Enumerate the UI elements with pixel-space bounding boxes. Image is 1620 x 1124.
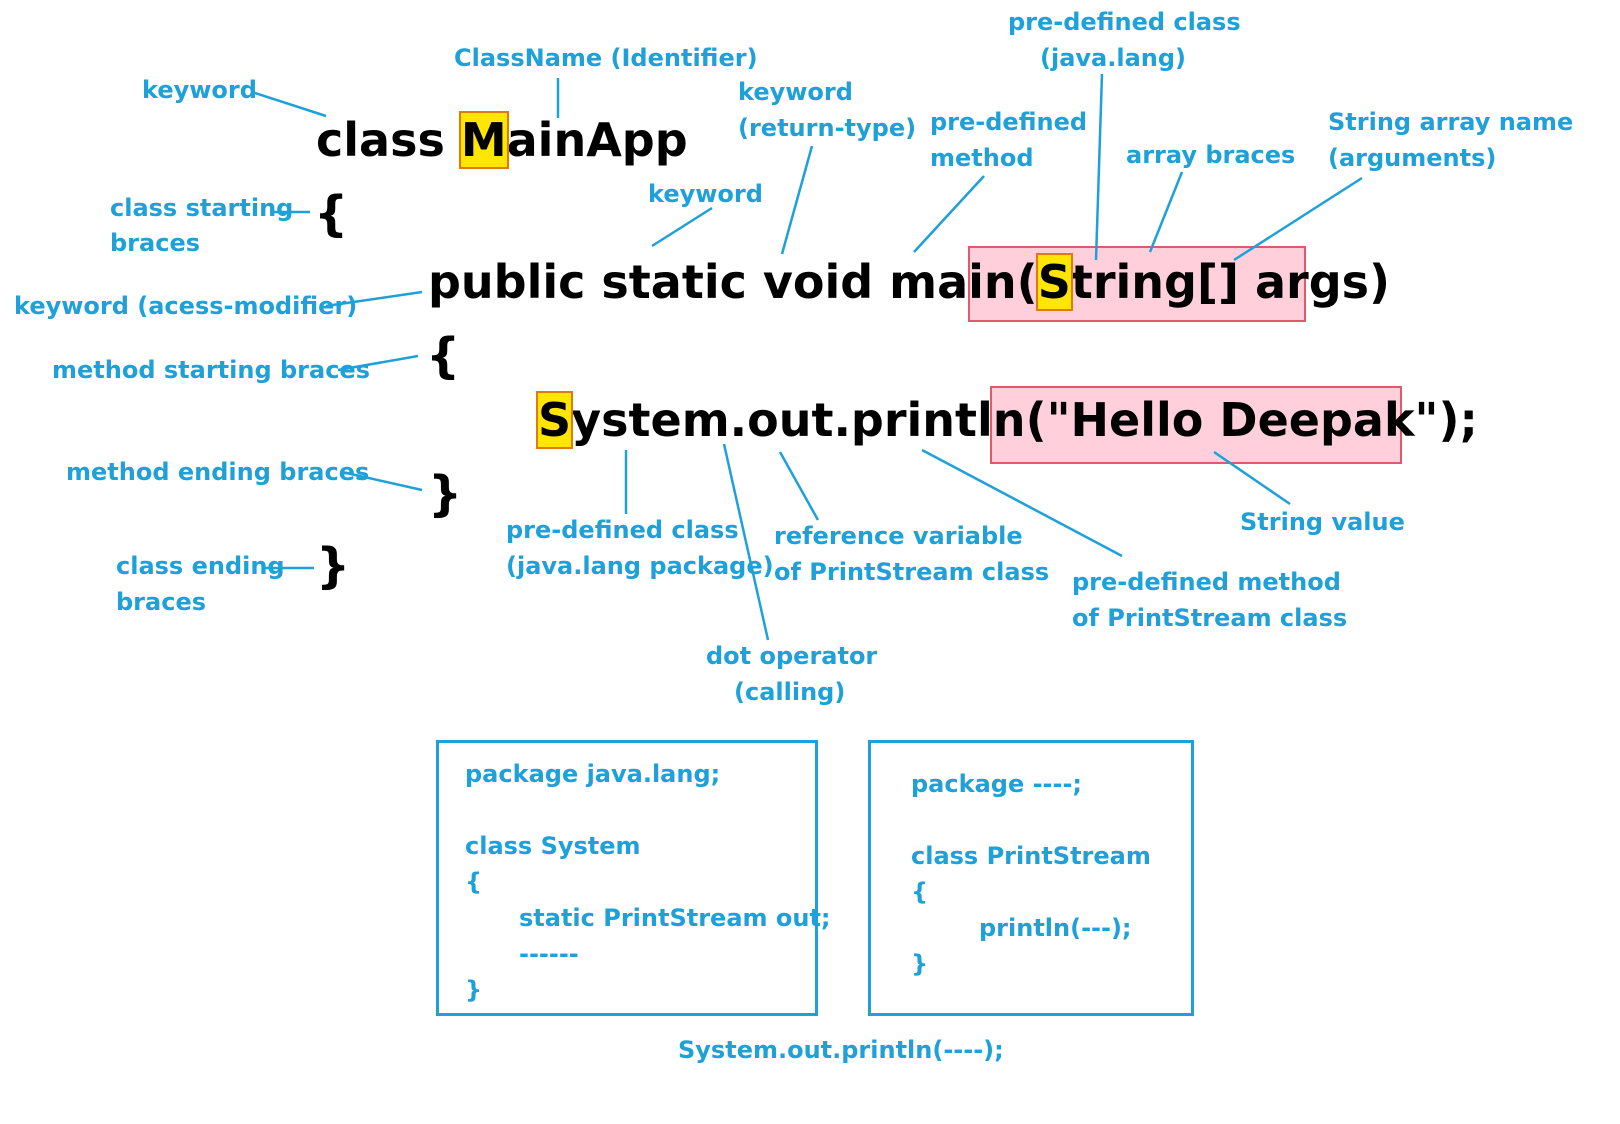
box-right-line-1: package ----; <box>911 770 1083 798</box>
label-dot-operator-1: dot operator <box>706 642 878 670</box>
println-statement: System.out.println("Hello Deepak"); <box>535 391 1478 449</box>
label-class-starting-2: braces <box>110 229 200 257</box>
method-open-brace: { <box>426 328 461 384</box>
class-keyword: class <box>316 113 461 167</box>
label-reference-var-2: of PrintStream class <box>774 558 1050 586</box>
class-name-rest: ainApp <box>506 113 688 167</box>
signature-prefix: public static void main( <box>428 255 1038 309</box>
class-open-brace: { <box>314 186 349 242</box>
label-string-value: String value <box>1240 508 1405 536</box>
box-left-line-2: class System <box>465 832 641 860</box>
label-println-method-1: pre-defined method <box>1072 568 1341 596</box>
label-predefined-class-2: (java.lang) <box>1040 44 1187 72</box>
class-name-first-letter: M <box>458 111 509 169</box>
main-signature: public static void main(String[] args) <box>428 253 1391 311</box>
string-first-letter: S <box>1035 253 1073 311</box>
label-predefined-class-1: pre-defined class <box>1008 8 1241 36</box>
label-class-starting-1: class starting <box>110 194 294 222</box>
label-method-starting-braces: method starting braces <box>52 356 370 384</box>
label-classname-identifier: ClassName (Identifier) <box>454 44 758 72</box>
method-close-brace: } <box>428 466 463 522</box>
label-class-ending-1: class ending <box>116 552 285 580</box>
label-keyword-return-1: keyword <box>738 78 853 106</box>
box-left-line-1: package java.lang; <box>465 760 721 788</box>
printstream-box: package ----; class PrintStream { printl… <box>868 740 1194 1016</box>
box-left-line-3: { <box>465 868 483 896</box>
label-predefined-method-1: pre-defined <box>930 108 1088 136</box>
label-system-class-1: pre-defined class <box>506 516 739 544</box>
box-left-line-5: ------ <box>519 940 579 968</box>
label-system-class-2: (java.lang package) <box>506 552 774 580</box>
box-left-line-4: static PrintStream out; <box>519 904 831 932</box>
signature-rest: tring[] args) <box>1070 255 1391 309</box>
label-string-array-2: (arguments) <box>1328 144 1497 172</box>
statement-middle: ystem.out.println <box>571 393 1026 447</box>
label-predefined-method-2: method <box>930 144 1034 172</box>
system-first-letter: S <box>535 391 574 449</box>
string-args-highlight <box>968 246 1306 322</box>
label-method-ending-braces: method ending braces <box>66 458 370 486</box>
label-class-ending-2: braces <box>116 588 206 616</box>
box-right-line-3: { <box>911 878 929 906</box>
box-right-line-2: class PrintStream <box>911 842 1151 870</box>
box-right-line-4: println(---); <box>979 914 1132 942</box>
label-keyword-access-modifier: keyword (acess-modifier) <box>14 292 358 320</box>
class-declaration: class MainApp <box>316 111 688 169</box>
label-keyword-class: keyword <box>142 76 257 104</box>
footer-println-call: System.out.println(----); <box>678 1036 1004 1064</box>
label-println-method-2: of PrintStream class <box>1072 604 1348 632</box>
label-reference-var-1: reference variable <box>774 522 1023 550</box>
string-value-highlight <box>990 386 1402 464</box>
label-array-braces: array braces <box>1126 141 1296 169</box>
label-string-array-1: String array name <box>1328 108 1574 136</box>
box-left-line-6: } <box>465 976 483 1004</box>
statement-semicolon: ; <box>1459 393 1478 447</box>
label-keyword-return-2: (return-type) <box>738 114 917 142</box>
box-right-line-5: } <box>911 950 929 978</box>
java-lang-system-box: package java.lang; class System { static… <box>436 740 831 1016</box>
label-keyword-static: keyword <box>648 180 763 208</box>
class-close-brace: } <box>316 538 351 594</box>
statement-string: ("Hello Deepak") <box>1025 393 1460 447</box>
label-dot-operator-2: (calling) <box>734 678 846 706</box>
